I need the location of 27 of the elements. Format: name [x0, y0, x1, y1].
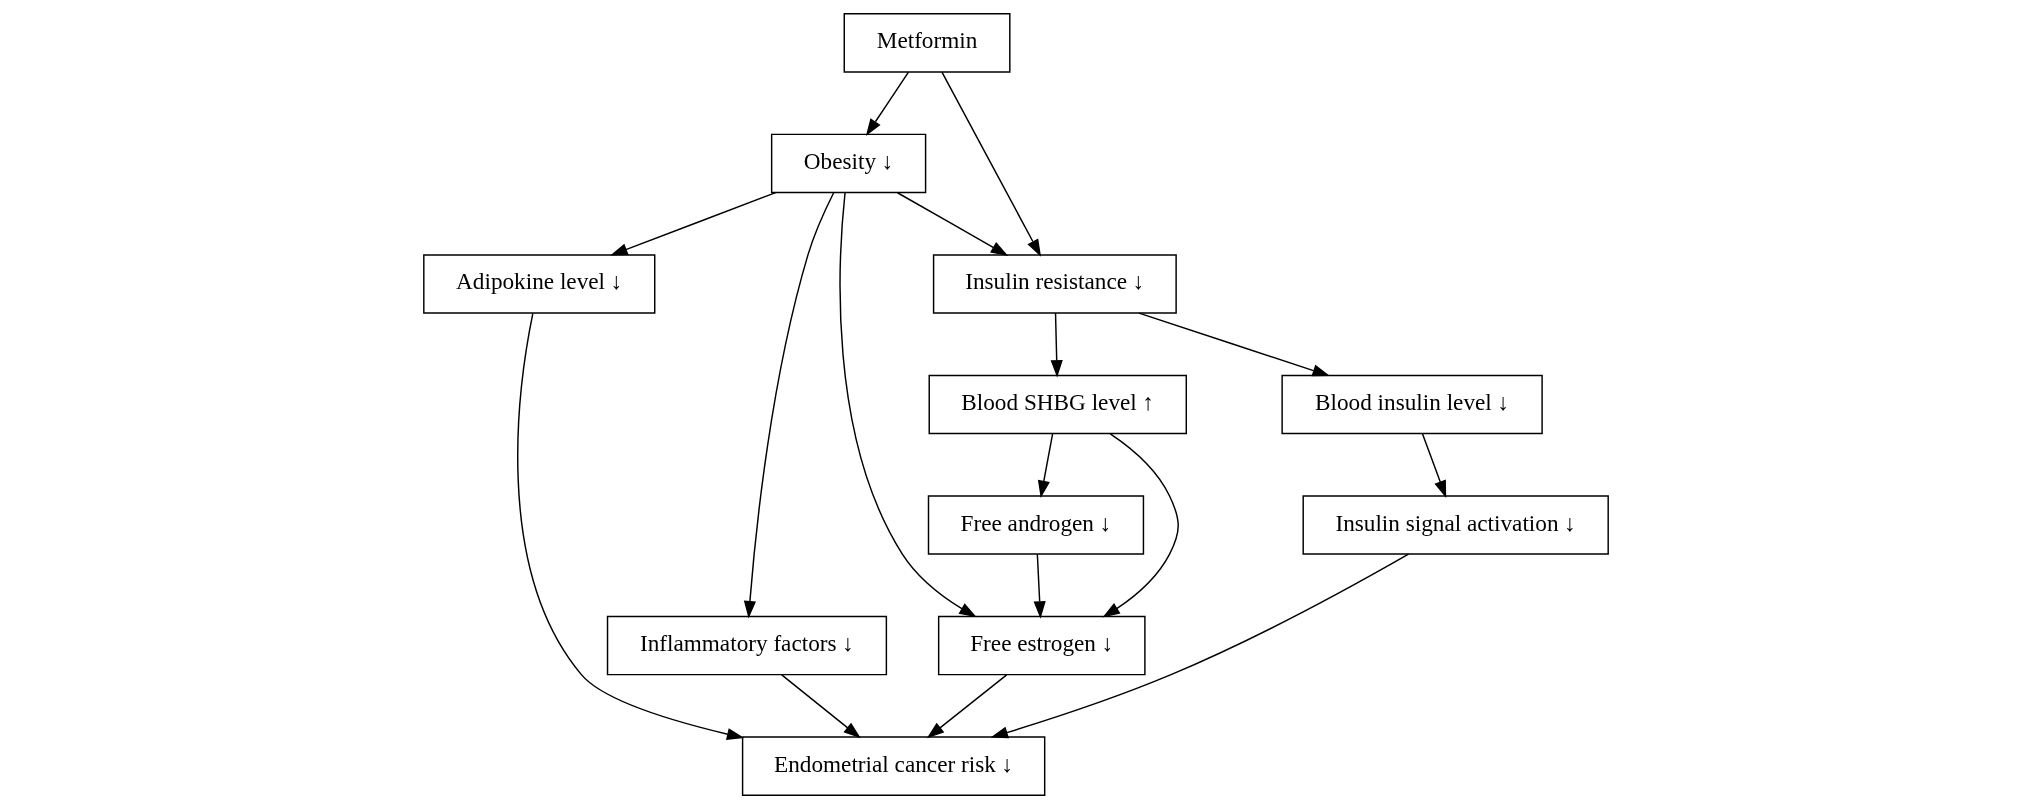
node-box: Insulin resistance ↓	[932, 254, 1177, 314]
node-box: Obesity ↓	[770, 133, 926, 194]
arrow	[1033, 553, 1046, 619]
arrow	[1137, 312, 1330, 377]
node-box: Insulin signal activation ↓	[1301, 495, 1609, 555]
arrow	[926, 674, 1007, 739]
arrow	[896, 192, 1008, 256]
arrow	[609, 191, 776, 256]
node-box: Free androgen ↓	[927, 495, 1144, 555]
node-box: Metformin	[843, 13, 1011, 73]
arrow	[1037, 433, 1053, 499]
arrow	[1050, 312, 1063, 378]
arrow	[940, 71, 1041, 257]
node-box: Blood SHBG level ↑	[928, 374, 1187, 435]
arrow	[838, 191, 977, 618]
arrow	[743, 191, 834, 619]
arrow	[780, 674, 861, 739]
arrow	[1101, 433, 1179, 618]
arrow	[865, 71, 909, 137]
node-box: Endometrial cancer risk ↓	[741, 736, 1045, 796]
node-box: Blood insulin level ↓	[1280, 374, 1543, 435]
node-box: Adipokine level ↓	[422, 254, 655, 314]
arrow	[1421, 433, 1446, 498]
arrow	[516, 312, 744, 741]
node-box: Free estrogen ↓	[937, 615, 1146, 676]
node-box: Inflammatory factors ↓	[606, 615, 887, 676]
arrow	[990, 553, 1409, 739]
